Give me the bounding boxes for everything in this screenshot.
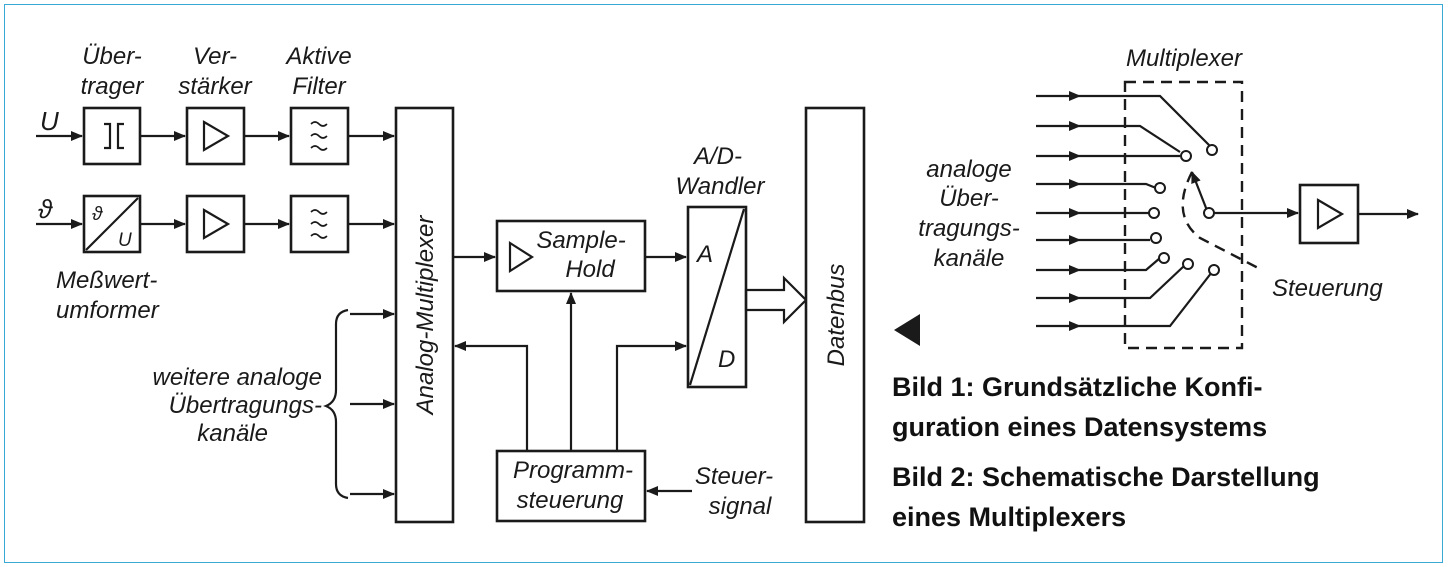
switch-contact: [1158, 252, 1170, 264]
control-dashed-line: [1181, 171, 1263, 272]
hollow-arrow-ad-to-bus: [744, 275, 808, 325]
label-steuerung: steuerung: [517, 487, 624, 514]
datenbus-box: [804, 106, 866, 524]
ad-diagonal: [688, 208, 746, 386]
amplifier-triangle-icon: [202, 120, 231, 152]
mux-wire: [1080, 271, 1213, 328]
label-input-u: U: [40, 106, 59, 136]
mux-wire: [1080, 182, 1157, 190]
label-ad-a: A: [695, 241, 713, 268]
label-aktive-filter-1: Aktive: [284, 43, 351, 70]
label-weitere-2: Übertragungs-: [169, 392, 322, 419]
switch-contact: [1154, 182, 1166, 194]
filter-wave-icon: [310, 121, 328, 151]
figure-1: Über- trager Ver- stärker Aktive Filter …: [36, 43, 866, 524]
label-aktive-filter-2: Filter: [292, 73, 346, 100]
programmsteuerung-box: [495, 449, 647, 523]
frame-border: [4, 4, 1443, 563]
label-wandler: Wandler: [676, 173, 766, 200]
verstaerker-box-1: [185, 106, 246, 166]
verstaerker-box-2: [185, 194, 246, 254]
switch-contact: [1208, 264, 1220, 276]
label-programm: Programm-: [513, 457, 633, 484]
output-amplifier-box: [1298, 183, 1360, 245]
amplifier-triangle-icon: [508, 240, 535, 274]
transformer-icon: [104, 122, 124, 150]
caption-bild1-line2: guration eines Datensystems: [892, 412, 1267, 442]
uebertrager-box: [82, 106, 142, 166]
switch-contact: [1182, 258, 1194, 270]
label-transducer-u: U: [118, 230, 132, 251]
label-hold: Hold: [565, 256, 615, 283]
label-datenbus: Datenbus: [823, 264, 850, 367]
label-transducer-theta: ϑ: [92, 204, 103, 225]
label-uebertrager-1: Über-: [82, 43, 142, 70]
analog-multiplexer-box: [394, 106, 455, 524]
label-ad: A/D-: [692, 143, 742, 170]
captions: Bild 1: Grundsätzliche Konfi- guration e…: [892, 372, 1320, 532]
mux-wire: [1080, 265, 1185, 300]
brace: [323, 308, 349, 500]
label-signal: signal: [709, 493, 772, 520]
switch-wiper: [1190, 171, 1210, 214]
label-kanaele: kanäle: [934, 245, 1005, 272]
label-steuerung-fig2: Steuerung: [1272, 275, 1383, 302]
label-steuer: Steuer-: [695, 463, 773, 490]
switch-contact: [1150, 232, 1162, 244]
filter-wave-icon: [310, 209, 328, 239]
label-messwertumformer-1: Meßwert-: [56, 267, 157, 294]
label-weitere-1: weitere analoge: [153, 364, 322, 391]
arrow-ctrl-to-ad: [615, 341, 687, 451]
transducer-icon: [85, 197, 139, 251]
mux-wire: [1080, 257, 1161, 272]
label-tragungs: tragungs-: [918, 215, 1019, 242]
label-messwertumformer-2: umformer: [56, 297, 160, 324]
label-verstaerker-1: Ver-: [193, 43, 237, 70]
label-sample: Sample-: [536, 227, 625, 254]
mux-wire: [1080, 124, 1181, 153]
mux-wire: [1080, 94, 1211, 147]
switch-pivot: [1203, 207, 1215, 219]
multiplexer-dashed-box: [1123, 80, 1244, 350]
amplifier-triangle-icon: [1316, 198, 1345, 230]
label-uebertrager-2: trager: [81, 73, 145, 100]
caption-bild2-line2: eines Multiplexers: [892, 502, 1126, 532]
label-analoge: analoge: [926, 156, 1011, 183]
switch-contact: [1148, 207, 1160, 219]
label-input-theta: ϑ: [38, 194, 53, 224]
multiplexer-contacts: [1148, 144, 1220, 276]
label-verstaerker-2: stärker: [178, 73, 252, 100]
label-multiplexer: Multiplexer: [1126, 45, 1243, 72]
label-analog-multiplexer: Analog-Multiplexer: [412, 215, 439, 417]
switch-contact: [1180, 150, 1192, 162]
caption-bild1-line1: Bild 1: Grundsätzliche Konfi-: [892, 372, 1263, 402]
label-ueber: Über-: [939, 185, 999, 212]
arrow-ctrl-to-mux: [454, 341, 529, 451]
label-ad-d: D: [718, 346, 735, 373]
multiplexer-inputs: [1036, 91, 1081, 331]
amplifier-triangle-icon: [202, 208, 231, 240]
label-weitere-3: kanäle: [197, 420, 268, 447]
figure-2: Multiplexer: [918, 45, 1419, 350]
sample-hold-box: [495, 219, 647, 293]
multiplexer-wires: [1080, 94, 1213, 328]
pointer-triangle-icon: [894, 314, 920, 346]
switch-contact: [1206, 144, 1218, 156]
caption-bild2-line1: Bild 2: Schematische Darstellung: [892, 462, 1320, 492]
